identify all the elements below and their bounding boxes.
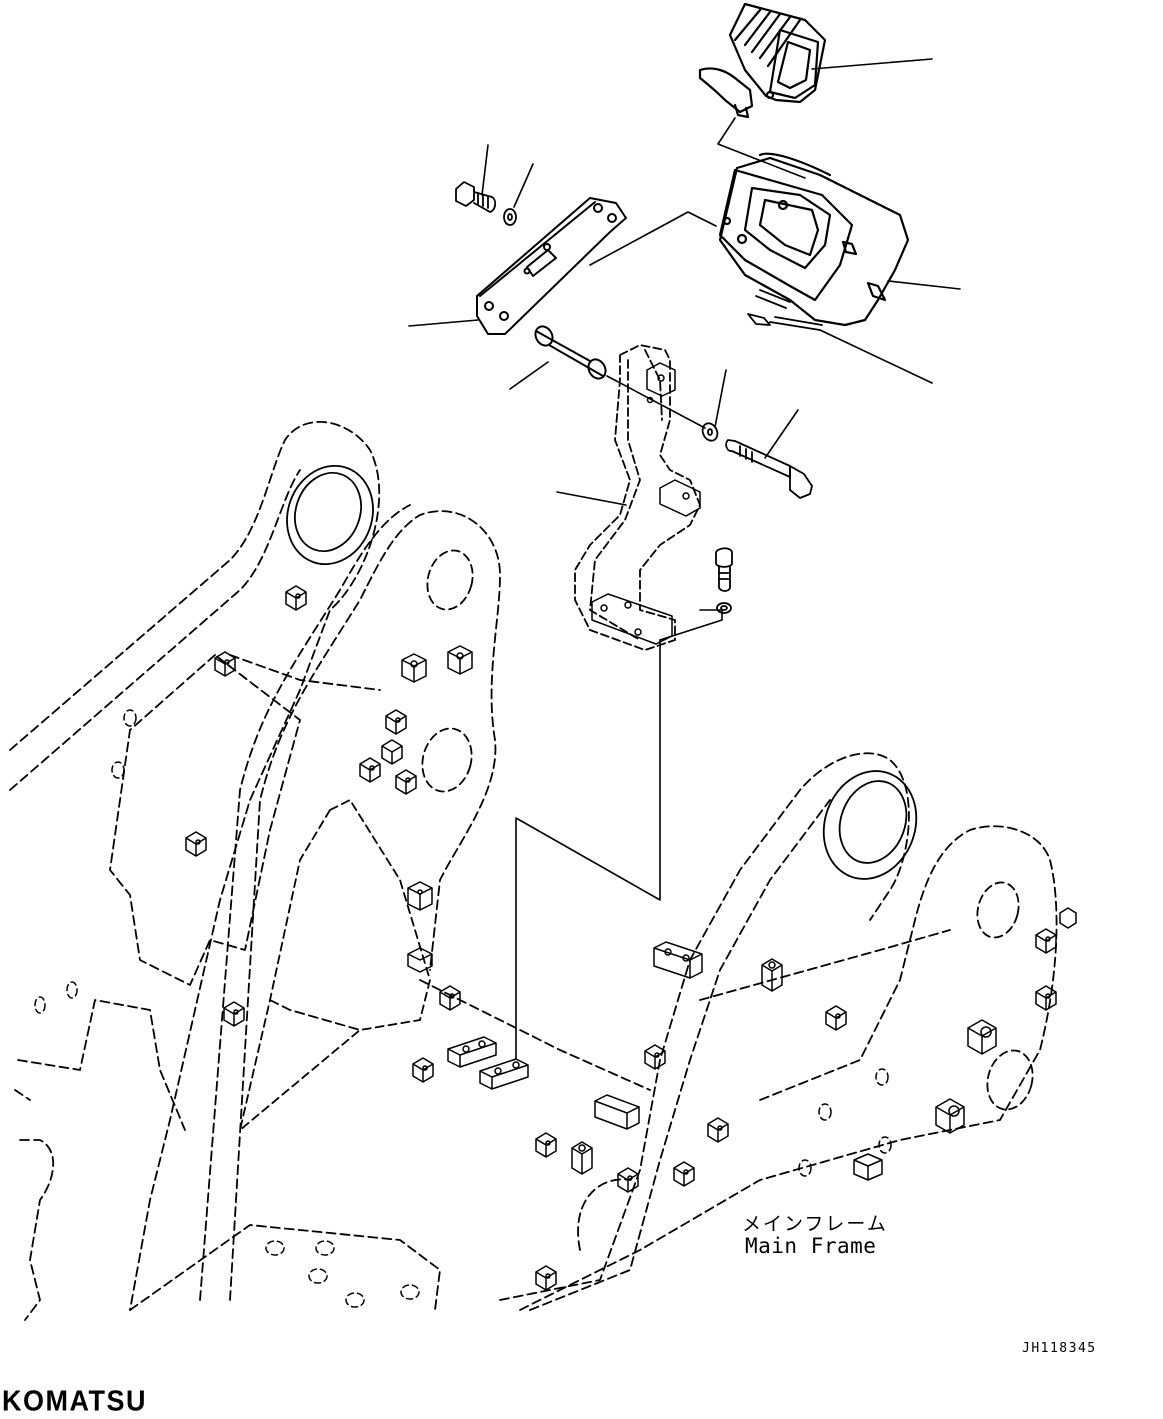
spacer-tube	[534, 325, 607, 380]
long-bolt	[701, 422, 813, 499]
left-inner-arm	[229, 510, 501, 1301]
bracket-bolt	[715, 547, 733, 614]
left-outer-arm	[9, 421, 381, 1311]
bracket-details	[591, 362, 701, 645]
clip-blocks	[185, 585, 1077, 1291]
mounting-plate	[476, 197, 627, 335]
drawing-code: JH118345	[1022, 1341, 1097, 1356]
plate-bolt	[455, 181, 517, 226]
left-arm-cutout	[109, 654, 301, 986]
mount-bracket	[574, 344, 701, 651]
gusset	[239, 799, 431, 1131]
base-plate	[129, 1224, 441, 1311]
leader-lines	[408, 58, 961, 1059]
komatsu-logo: KOMATSU	[2, 1385, 147, 1417]
right-back-plate	[519, 825, 1058, 1311]
lamp-housing	[718, 152, 910, 327]
right-outer-arm	[499, 752, 910, 1301]
connector	[747, 289, 823, 331]
pin-bores	[286, 464, 1034, 1111]
main-frame-label-jp: メインフレーム	[742, 1213, 888, 1235]
main-frame-label-en: Main Frame	[745, 1234, 877, 1258]
work-lamp	[698, 2, 827, 119]
main-frame	[9, 421, 1058, 1321]
frame-holes	[34, 709, 892, 1308]
